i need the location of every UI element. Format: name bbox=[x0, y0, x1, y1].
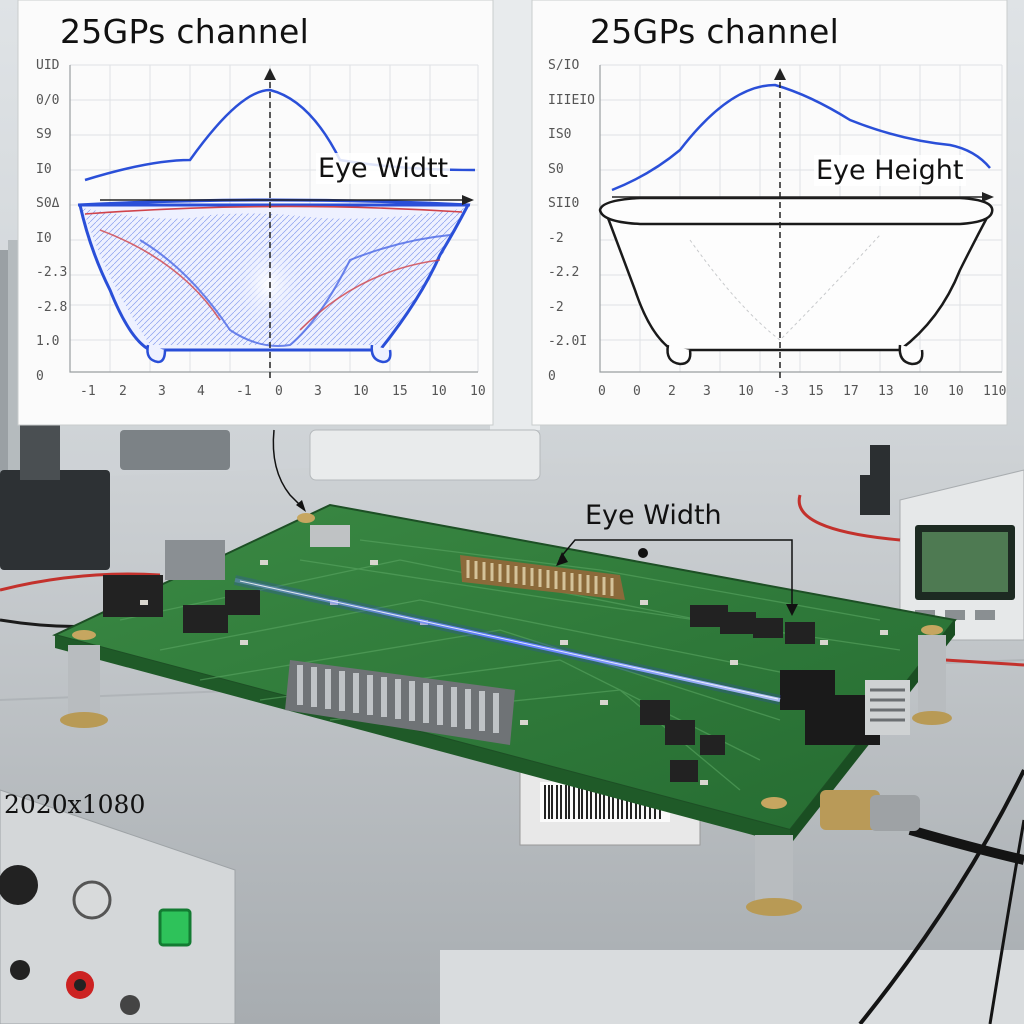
tick-label: 2 bbox=[119, 384, 127, 399]
header-connector-top bbox=[460, 555, 625, 600]
tick-label: 15 bbox=[808, 384, 824, 399]
tick-label: 10 bbox=[948, 384, 964, 399]
tick-label: 10 bbox=[353, 384, 369, 399]
tick-label: 17 bbox=[843, 384, 859, 399]
board-eye-width-label: Eye Width bbox=[585, 500, 722, 531]
tick-label: 3 bbox=[314, 384, 322, 399]
tick-label: 0 bbox=[598, 384, 606, 399]
tick-label: 3 bbox=[158, 384, 166, 399]
tick-label: -1 bbox=[80, 384, 96, 399]
tick-label: 0 bbox=[548, 368, 556, 384]
tick-label: 0 bbox=[36, 368, 44, 384]
tick-label: UID bbox=[36, 58, 60, 73]
tick-label: SII0 bbox=[548, 196, 580, 211]
laser-beam bbox=[233, 575, 782, 705]
sma-connector bbox=[820, 790, 920, 831]
tick-label: -2 bbox=[548, 299, 564, 315]
chart-to-board-leader bbox=[272, 429, 304, 509]
tick-label: 0 bbox=[633, 384, 641, 399]
header-connector-bottom bbox=[285, 660, 515, 745]
right-chart-panel bbox=[531, 0, 1008, 426]
pcb-board bbox=[52, 503, 957, 916]
tick-label: 10 bbox=[470, 384, 486, 399]
standoffs bbox=[60, 513, 952, 916]
tick-label: -1 bbox=[236, 384, 252, 399]
cables bbox=[0, 494, 1024, 1024]
right-eye-height-label: Eye Height bbox=[814, 155, 966, 186]
tick-label: 10 bbox=[431, 384, 447, 399]
tick-label: -3 bbox=[773, 384, 789, 399]
left-chart-panel bbox=[17, 0, 494, 426]
tick-label: 13 bbox=[878, 384, 894, 399]
oscilloscope bbox=[860, 445, 1024, 641]
tick-label: IIIEIO bbox=[548, 92, 595, 108]
tick-label: 15 bbox=[392, 384, 408, 399]
tick-label: 1.0 bbox=[36, 334, 60, 349]
tick-label: -2.8 bbox=[36, 299, 68, 315]
tick-label: S9 bbox=[36, 127, 52, 142]
tick-label: -2 bbox=[548, 230, 564, 246]
tick-label: 3 bbox=[703, 384, 711, 399]
tick-label: -2.2 bbox=[548, 265, 580, 280]
left-eye-width-label: Eye Widtt bbox=[316, 153, 451, 184]
tick-label: S0Δ bbox=[36, 196, 60, 211]
tick-label: I0 bbox=[36, 161, 52, 177]
tick-label: IS0 bbox=[548, 127, 572, 142]
resolution-overlay: 2020x1080 bbox=[4, 790, 146, 819]
tick-label: 10 bbox=[913, 384, 929, 399]
tick-label: 0 bbox=[275, 384, 283, 399]
tick-label: I0 bbox=[36, 230, 52, 246]
tick-label: 4 bbox=[197, 384, 205, 399]
tick-label: 10 bbox=[738, 384, 754, 399]
right-bathtub-outline bbox=[598, 196, 994, 366]
tick-label: 110 bbox=[983, 384, 1007, 399]
tick-label: 2 bbox=[668, 384, 676, 399]
left-bathtub-eye bbox=[77, 198, 471, 364]
tick-label: -2.3 bbox=[36, 265, 68, 280]
tick-label: S/IO bbox=[548, 58, 580, 73]
tick-label: S0 bbox=[548, 161, 564, 177]
tick-label: 0/0 bbox=[36, 92, 60, 108]
pcb-components bbox=[103, 525, 910, 785]
left-chart-axis bbox=[69, 65, 478, 373]
right-chart-axis bbox=[599, 65, 1002, 373]
tick-label: -2.0I bbox=[548, 334, 588, 349]
bench-power-supply bbox=[0, 789, 236, 1024]
left-chart-title: 25GPs channel bbox=[60, 12, 310, 51]
right-eye-profile-curve bbox=[611, 83, 991, 192]
board-callout-leader bbox=[559, 539, 793, 612]
callout-dot bbox=[638, 548, 648, 558]
right-chart-title: 25GPs channel bbox=[590, 12, 840, 51]
